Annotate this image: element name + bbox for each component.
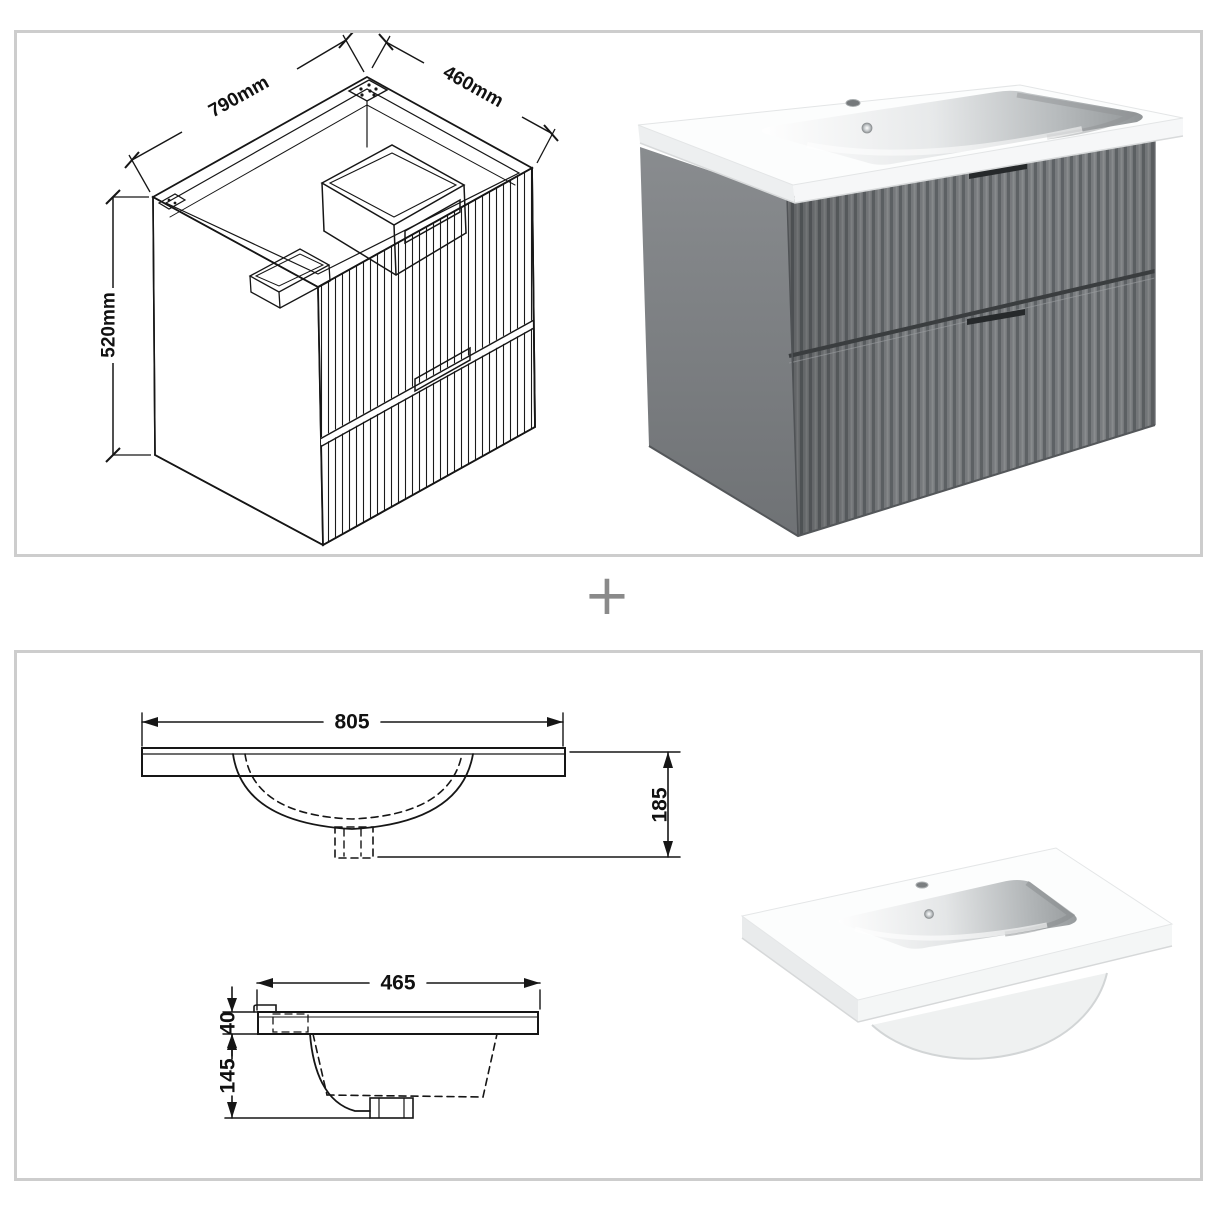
dim-label-185: 185 (649, 787, 672, 822)
vanity-counter (637, 84, 1184, 204)
dim-label-465: 465 (380, 972, 415, 995)
drawer-handle-bottom (967, 309, 1025, 325)
dim-790mm: 790mm (124, 33, 365, 193)
dim-label-145: 145 (217, 1058, 240, 1093)
dim-145: 145 (217, 1033, 240, 1119)
inner-rail-box (248, 248, 331, 309)
drawing-handle-bottom (414, 346, 471, 393)
vanity-diagram-and-render: 790mm 460mm 520mm (99, 33, 1184, 547)
vanity-section-panel: 790mm 460mm 520mm (14, 30, 1203, 557)
basin-front-view: 805 185 (141, 711, 681, 859)
vanity-basin-recess (761, 90, 1143, 165)
dim-185: 185 (569, 751, 681, 858)
overflow-drain (924, 909, 934, 919)
drawer-handle-top (969, 163, 1027, 179)
drain-pipe (369, 1097, 414, 1119)
plus-icon: + (583, 563, 631, 628)
drawer-divide (788, 269, 1156, 358)
corner-bracket-left (157, 193, 187, 210)
dim-label-40: 40 (217, 1011, 240, 1034)
faucet-hole (845, 99, 861, 107)
dim-label-460mm: 460mm (439, 62, 506, 112)
inner-drawer-box (320, 144, 467, 276)
drain-outline (334, 826, 374, 859)
fluted-front-face (318, 168, 535, 545)
dim-label-520mm: 520mm (99, 292, 120, 358)
basin-under-bowl (872, 973, 1107, 1059)
dim-label-790mm: 790mm (205, 72, 272, 122)
basin-render (740, 847, 1174, 1060)
overflow-drain (861, 122, 873, 134)
vanity-render (637, 84, 1184, 538)
basin-side-view: 465 4 (217, 972, 541, 1119)
faucet-hole (915, 881, 929, 889)
vanity-side-panel (640, 147, 798, 536)
corner-bracket (347, 79, 389, 148)
basin-diagram-and-render: 805 185 (141, 711, 1174, 1119)
basin-section-panel: 805 185 (14, 650, 1203, 1181)
dim-520mm: 520mm (99, 189, 151, 463)
dim-label-805: 805 (334, 711, 369, 734)
cabinet-isometric-drawing (151, 75, 536, 547)
